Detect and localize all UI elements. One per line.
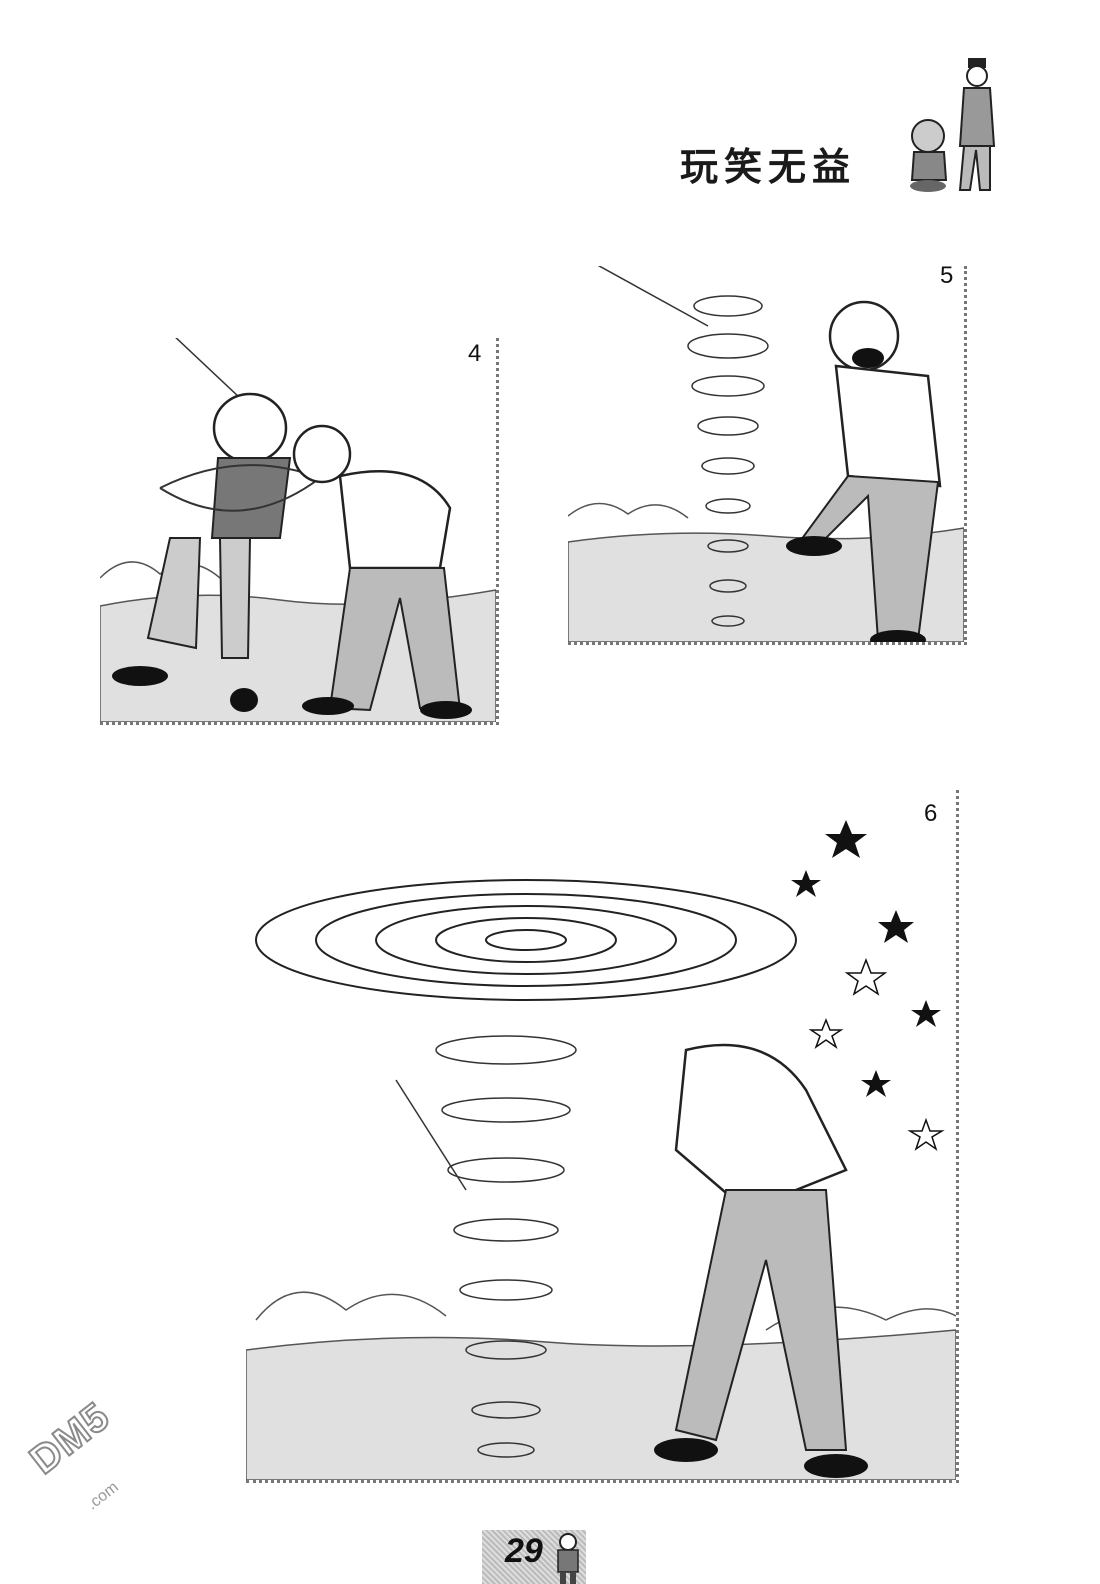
character-page-icon <box>557 1533 579 1584</box>
page-number: 29 <box>505 1532 543 1570</box>
watermark-logo: DM5 <box>21 1393 119 1484</box>
comic-panel-4: 4 <box>100 338 499 725</box>
panel-4-artwork <box>100 338 496 722</box>
panel-number: 4 <box>468 340 482 367</box>
watermark-domain: .com <box>84 1478 122 1514</box>
characters-header-icon <box>910 58 996 192</box>
panel-6-artwork <box>246 820 956 1480</box>
panel-number: 6 <box>924 800 938 827</box>
comic-panel-6: 6 <box>246 790 959 1483</box>
page-title: 玩笑无益 <box>680 145 857 189</box>
panel-number: 5 <box>940 266 954 289</box>
panel-5-artwork <box>568 266 964 642</box>
comic-panel-5: 5 <box>568 266 967 645</box>
